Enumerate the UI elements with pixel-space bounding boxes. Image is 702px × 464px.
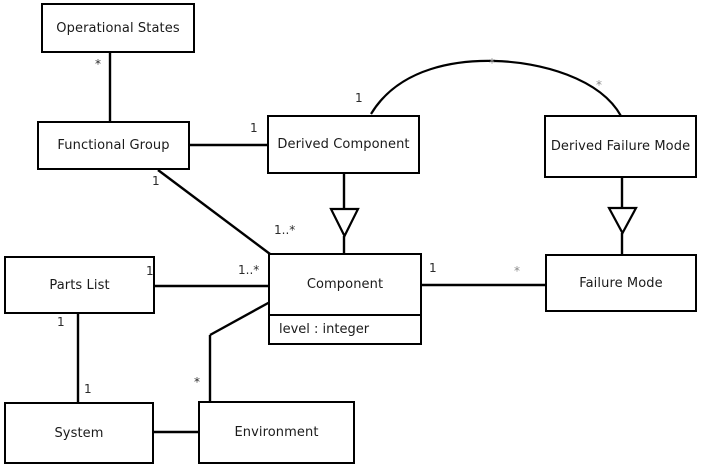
uml-class-component[interactable]: Component level : integer bbox=[268, 253, 422, 345]
multiplicity-parts-list-system-bottom: 1 bbox=[84, 382, 92, 396]
class-name-derived-failure-mode: Derived Failure Mode bbox=[550, 139, 691, 154]
multiplicity-parts-list-right: 1 bbox=[146, 264, 154, 278]
uml-class-failure-mode[interactable]: Failure Mode bbox=[545, 254, 697, 312]
uml-class-functional-group[interactable]: Functional Group bbox=[37, 121, 190, 170]
uml-class-operational-states[interactable]: Operational States bbox=[41, 3, 195, 53]
multiplicity-operational-states-functional-group: * bbox=[95, 57, 101, 71]
generalization-triangle-derived-failure-mode bbox=[607, 206, 638, 236]
multiplicity-component-failure-mode-target: * bbox=[514, 264, 520, 278]
connector-functional-group-component bbox=[157, 169, 271, 255]
multiplicity-arc-derived-failure-mode-target: * bbox=[596, 78, 602, 92]
uml-class-parts-list[interactable]: Parts List bbox=[4, 256, 155, 314]
connector-environment-component-diagonal bbox=[209, 300, 271, 337]
class-attribute-component-level: level : integer bbox=[270, 314, 420, 343]
multiplicity-parts-list-component: 1..* bbox=[238, 263, 260, 277]
multiplicity-functional-group-component-source: 1 bbox=[152, 174, 160, 188]
multiplicity-arc-derived-component-source: 1 bbox=[355, 91, 363, 105]
multiplicity-environment-component: * bbox=[194, 375, 200, 389]
generalization-triangle-derived-component bbox=[329, 207, 360, 239]
class-name-operational-states: Operational States bbox=[56, 20, 180, 36]
class-name-derived-component: Derived Component bbox=[277, 137, 410, 152]
uml-class-system[interactable]: System bbox=[4, 402, 154, 464]
multiplicity-functional-group-component-target: 1..* bbox=[274, 223, 296, 237]
multiplicity-component-failure-mode-source: 1 bbox=[429, 261, 437, 275]
class-name-functional-group: Functional Group bbox=[57, 138, 170, 153]
connector-derived-component-derived-failure-mode bbox=[370, 59, 622, 117]
uml-class-derived-failure-mode[interactable]: Derived Failure Mode bbox=[544, 115, 697, 178]
class-name-environment: Environment bbox=[234, 425, 319, 440]
uml-class-environment[interactable]: Environment bbox=[198, 401, 355, 464]
multiplicity-arc-midpoint: * bbox=[489, 56, 495, 70]
class-name-failure-mode: Failure Mode bbox=[579, 275, 663, 291]
class-name-component: Component bbox=[306, 277, 384, 292]
multiplicity-functional-group-derived-component: 1 bbox=[250, 121, 258, 135]
class-name-parts-list: Parts List bbox=[49, 277, 110, 293]
multiplicity-parts-list-system-top: 1 bbox=[57, 315, 65, 329]
class-name-system: System bbox=[54, 425, 104, 441]
uml-class-derived-component[interactable]: Derived Component bbox=[267, 115, 420, 174]
